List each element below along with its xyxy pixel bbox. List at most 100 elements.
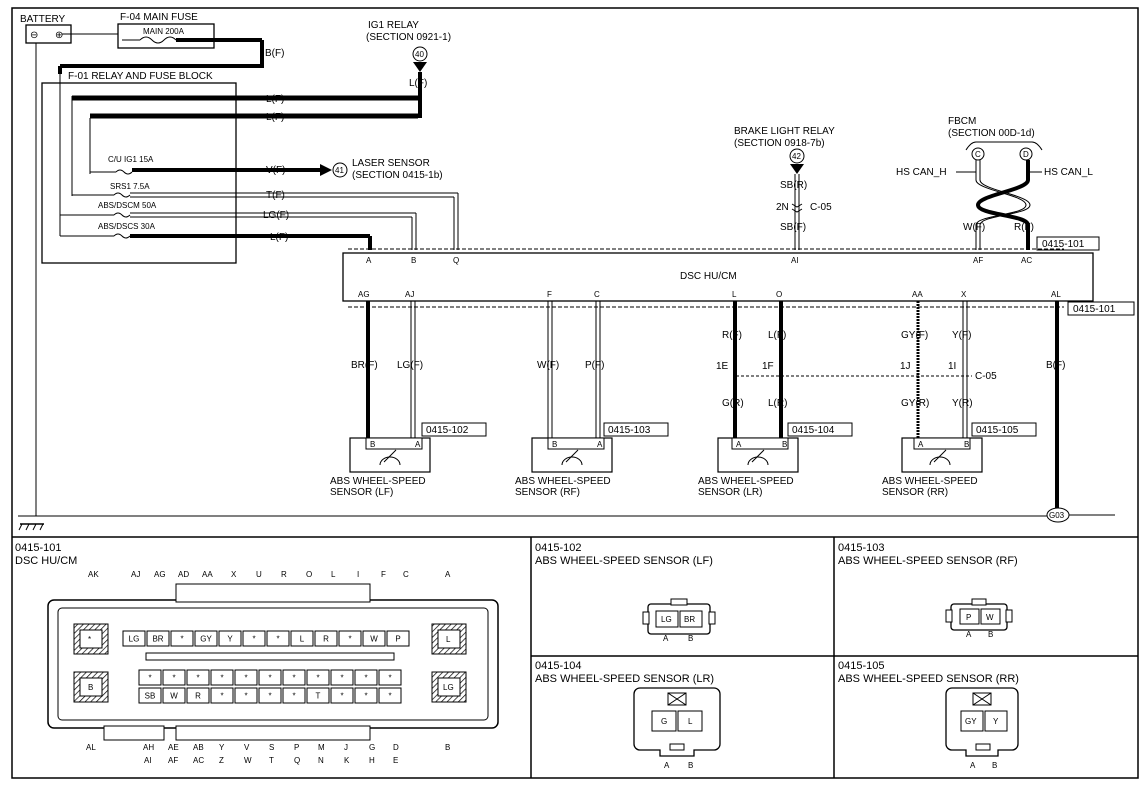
fuse-srs1-label: SRS1 7.5A	[110, 182, 150, 191]
joint-conn-c05: C-05	[975, 371, 997, 382]
row2-cell	[186, 669, 210, 686]
c101-tl-0: AK	[88, 570, 99, 579]
row1-cell-label: *	[180, 635, 183, 644]
main-fuse-title: F-04 MAIN FUSE	[120, 12, 198, 23]
row1-cell	[170, 630, 194, 647]
dsc-pin-a: A	[366, 256, 372, 265]
row2-cell	[138, 669, 162, 686]
row2-cell	[306, 669, 330, 686]
row2-cell-label: *	[364, 674, 367, 683]
row3-cell	[258, 687, 282, 704]
conn-101-top-labels: AK AJ AG AD AA X U R O L I F C A	[88, 570, 451, 579]
row1-cell	[314, 630, 338, 647]
brake-relay-num: 42	[792, 152, 801, 161]
ig1-relay-title: IG1 RELAY	[368, 20, 419, 31]
c101-right-bottom: LG	[443, 683, 454, 692]
sensor-lf-pin-r: A	[415, 440, 421, 449]
c101-tl-10: I	[357, 570, 359, 579]
dsc-pin-c: C	[594, 290, 600, 299]
c101-tl-7: R	[281, 570, 287, 579]
conn-102-name: ABS WHEEL-SPEED SENSOR (LF)	[535, 555, 713, 567]
row1-cell-label: L	[300, 635, 305, 644]
row3-cell	[354, 687, 378, 704]
row3-cell	[306, 687, 330, 704]
row3-cell-label: SB	[145, 692, 156, 701]
row2-cell	[210, 669, 234, 686]
dsc-top-pins: A B Q AI AF AC	[366, 256, 1032, 265]
conn-103-cell-0: P	[966, 613, 971, 622]
row2-cell-label: *	[316, 674, 319, 683]
conn-101-name: DSC HU/CM	[15, 555, 77, 567]
row3-cell	[210, 687, 234, 704]
fbcm: FBCM (SECTION 00D-1d) C D HS CAN_H HS CA…	[896, 116, 1093, 233]
fuse-abs-dscs-label: ABS/DSCS 30A	[98, 222, 156, 231]
fbcm-section: (SECTION 00D-1d)	[948, 128, 1035, 139]
row1-cell	[242, 630, 266, 647]
battery-label: BATTERY	[20, 14, 66, 25]
main-fuse: F-04 MAIN FUSE MAIN 200A	[117, 12, 262, 49]
wire-rr-a: GY(F)	[901, 330, 928, 341]
connector-102-panel: 0415-102 ABS WHEEL-SPEED SENSOR (LF) LG …	[535, 542, 716, 643]
row3-cell-label: *	[268, 692, 271, 701]
row3-cell	[378, 687, 402, 704]
row1-cell-label: *	[348, 635, 351, 644]
joint-1i: 1I	[948, 361, 956, 372]
battery-neg-icon: ⊖	[30, 30, 38, 41]
row1-cell-label: R	[323, 635, 329, 644]
joint-1e: 1E	[716, 361, 729, 372]
sensor-rr-ref: 0415-105	[976, 425, 1019, 436]
wire-lf-b: LG(F)	[397, 360, 423, 371]
dsc-pin-ac: AC	[1021, 256, 1032, 265]
row2-cell	[378, 669, 402, 686]
ig1-relay: IG1 RELAY (SECTION 0921-1) 40 L(F)	[366, 20, 451, 89]
sensor-rf-pin-l: B	[552, 440, 557, 449]
wire-label-tf: T(F)	[266, 190, 285, 201]
dsc-pin-q: Q	[453, 256, 459, 265]
row2-cell	[330, 669, 354, 686]
relay-block-title: F-01 RELAY AND FUSE BLOCK	[68, 71, 213, 82]
row1-cell-label: GY	[200, 635, 212, 644]
sensor-lr: A B 0415-104 ABS WHEEL-SPEED SENSOR (LR)	[698, 422, 853, 498]
wire-lf-a: BR(F)	[351, 360, 378, 371]
sensor-lf-ref: 0415-102	[426, 425, 469, 436]
row1-cell	[362, 630, 386, 647]
fbcm-wire-l: R(F)	[1014, 222, 1034, 233]
c101-tl-2: AG	[154, 570, 166, 579]
main-wire-label: B(F)	[265, 48, 284, 59]
brake-relay-wire-top: SB(R)	[780, 180, 807, 191]
row3-cell	[330, 687, 354, 704]
c101-bl2-2: AC	[193, 756, 204, 765]
fuse-abs-dscm: ABS/DSCM 50A	[60, 201, 157, 218]
row3-cell	[186, 687, 210, 704]
wire-label-lf1: L(F)	[266, 94, 284, 105]
dsc-pin-x: X	[961, 290, 967, 299]
connector-103-panel: 0415-103 ABS WHEEL-SPEED SENSOR (RF) P W…	[838, 542, 1018, 639]
wire-rf-b: P(F)	[585, 360, 604, 371]
wire-rr-b: Y(F)	[952, 330, 971, 341]
fuse-cu-ig1-label: C/U IG1 15A	[108, 155, 154, 164]
row3-cell-label: *	[292, 692, 295, 701]
diagram-border	[11, 7, 1139, 779]
dsc-pin-af: AF	[973, 256, 983, 265]
c101-bl2-8: K	[344, 756, 350, 765]
c101-tl-12: C	[403, 570, 409, 579]
c101-bl-0: AL	[86, 743, 96, 752]
c101-bl2-3: Z	[219, 756, 224, 765]
fbcm-title: FBCM	[948, 116, 976, 127]
row2-cell-label: *	[268, 674, 271, 683]
sensor-lf-pin-l: B	[370, 440, 375, 449]
conn-102-pin-1: B	[688, 634, 693, 643]
row3-cell-label: *	[220, 692, 223, 701]
c101-bl2-6: Q	[294, 756, 300, 765]
connector-101-panel: 0415-101 DSC HU/CM AK AJ AG AD AA X U R …	[15, 542, 499, 765]
conn-104-pin-1: B	[688, 761, 693, 770]
c101-bl2-10: E	[393, 756, 398, 765]
c101-bl-6: S	[269, 743, 274, 752]
c101-bl-1: AH	[143, 743, 154, 752]
sensor-lf: B A 0415-102 ABS WHEEL-SPEED SENSOR (LF)	[330, 422, 487, 498]
conn-104-cell-1: L	[688, 717, 693, 726]
row1-cell-label: W	[370, 635, 378, 644]
battery-pos-icon: ⊕	[55, 30, 63, 41]
row1-cell	[290, 630, 314, 647]
